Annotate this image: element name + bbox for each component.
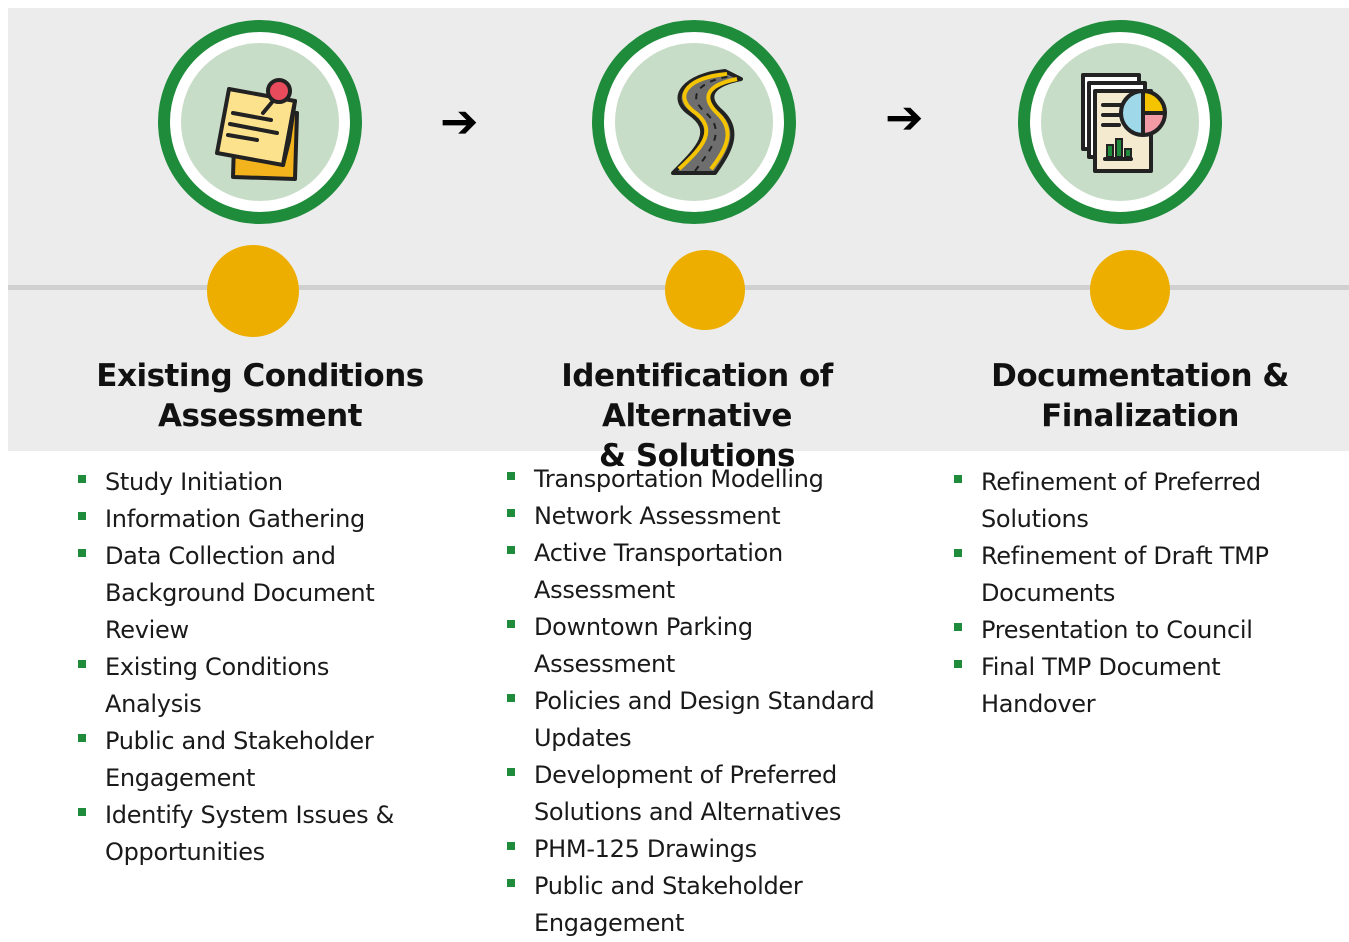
list-item: Study Initiation — [78, 464, 438, 501]
phase-1-marker — [207, 245, 299, 337]
list-item: Identify System Issues &Opportunities — [78, 797, 438, 871]
phase-3-title: Documentation & Finalization — [991, 358, 1289, 434]
arrow-right-icon: ➔ — [885, 90, 924, 144]
report-chart-icon — [1081, 73, 1167, 173]
phase-2-list: Transportation Modelling Network Assessm… — [507, 461, 907, 942]
list-item: Network Assessment — [507, 498, 907, 535]
phase-2-marker — [665, 250, 745, 330]
phase-1-title: Existing Conditions Assessment — [96, 358, 424, 434]
road-icon — [671, 69, 743, 175]
phase-3-marker — [1090, 250, 1170, 330]
list-item: Presentation to Council — [954, 612, 1334, 649]
list-item: Transportation Modelling — [507, 461, 907, 498]
phase-1-list: Study Initiation Information Gathering D… — [78, 464, 438, 871]
phase-3-icon-circle — [1018, 20, 1222, 224]
sticky-note-icon — [215, 78, 299, 181]
phase-1-icon-circle — [158, 20, 362, 224]
phase-2-icon-circle — [592, 20, 796, 224]
list-item: Information Gathering — [78, 501, 438, 538]
arrow-right-icon: ➔ — [440, 94, 479, 148]
phase-2-title: Identification of Alternative & Solution… — [561, 358, 833, 474]
list-item: PHM-125 Drawings — [507, 831, 907, 868]
